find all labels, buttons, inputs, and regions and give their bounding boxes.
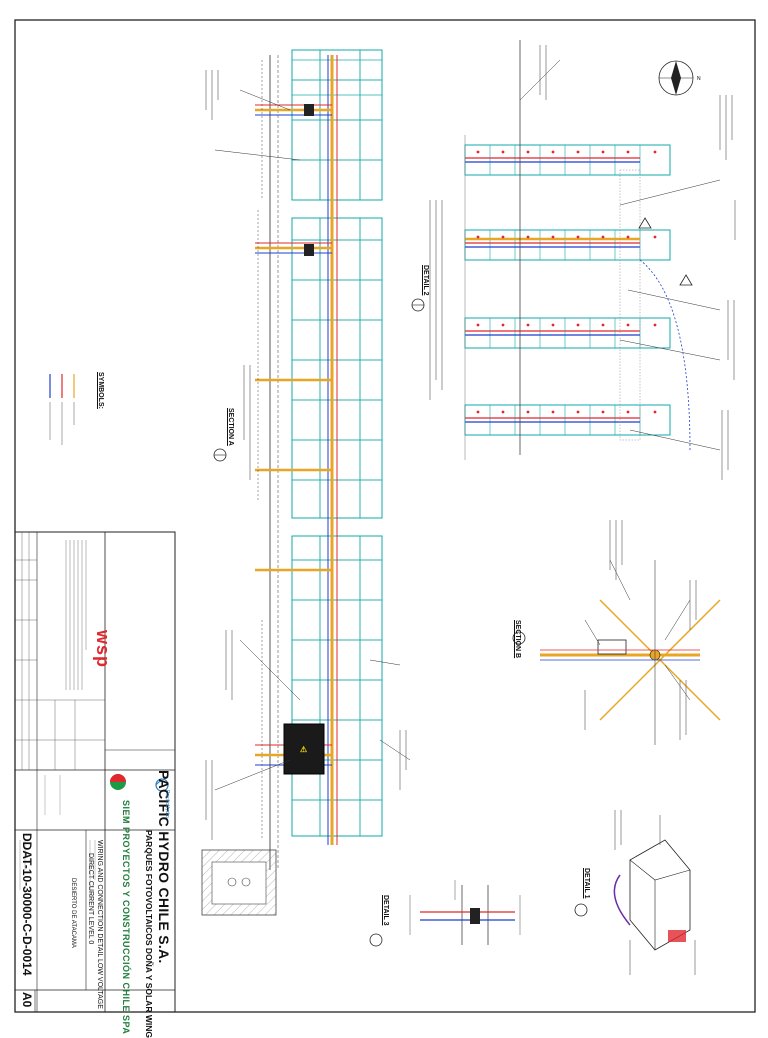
combiner-box-icon [304,104,314,116]
contractor-name: SIEM PROYECTOS Y CONSTRUCCIÓN CHILE SPA [121,800,131,1035]
north-arrow-icon: N [658,60,701,96]
drawing-title-line2: DIRECT CURRENT LEVEL 0 [87,853,94,945]
detail-3 [369,880,521,947]
symbols-legend [49,374,75,445]
sheet-border [14,19,756,1013]
sheet-size: A0 [20,992,34,1008]
section-a-label: SECTION A [227,408,234,446]
inverter-box-icon [283,723,325,775]
drawing-title-line1: WIRING AND CONNECTION DETAIL LOW VOLTAGE [96,840,103,1009]
detail-2-label: DETAIL 2 [422,265,429,296]
svg-text:N: N [697,76,701,82]
location: DESIERTO DE ATACAMA [70,878,76,948]
detail-1 [574,810,696,975]
drawing-number: DDAT-10-30000-C-D-0014 [20,833,34,976]
project-name: PARQUES FOTOVOLTAICOS DOÑA Y SOLAR WING [144,830,154,1038]
detail-2-plan: N [411,40,736,480]
title-block [14,531,176,1013]
detail-3-label: DETAIL 3 [382,895,389,926]
wsp-logo: wsp [93,630,113,669]
section-b-label: SECTION B [514,620,521,659]
detail-1-label: DETAIL 1 [583,868,590,899]
section-b [512,520,721,745]
pacific-hydro-logo-text: PacificHydro [164,790,170,819]
section-a-plan: ⚠ [201,49,411,916]
svg-text:⚠: ⚠ [300,745,307,754]
symbols-heading: SYMBOLS: [97,372,104,409]
